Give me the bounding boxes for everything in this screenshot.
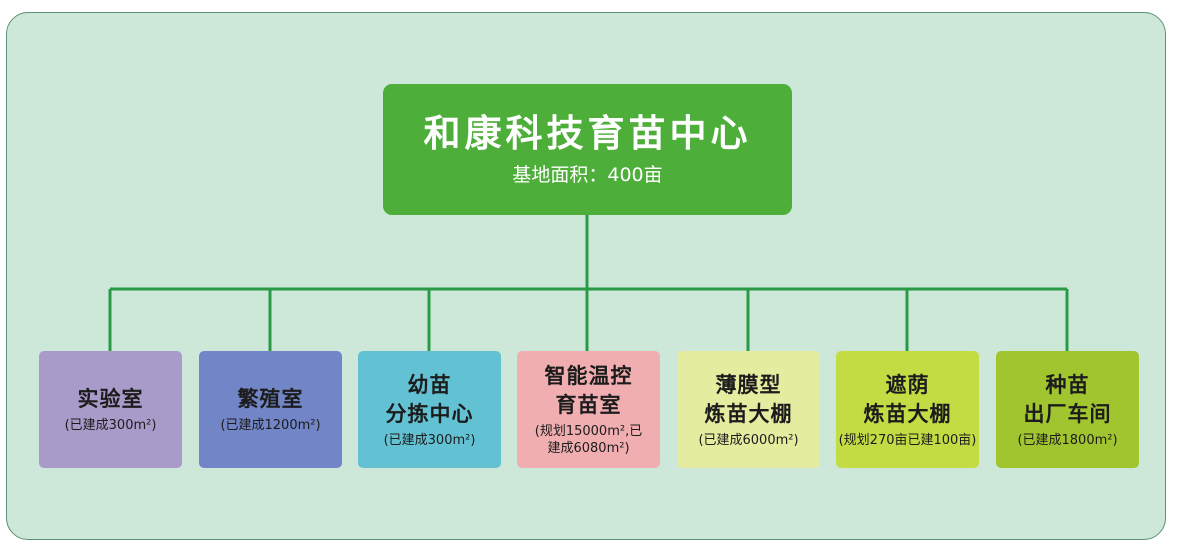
child-title: 繁殖室	[237, 387, 304, 411]
root-subtitle: 基地面积：400亩	[512, 164, 663, 186]
child-note: (已建成300m²)	[383, 432, 476, 448]
child-note: (已建成1200m²)	[220, 418, 321, 433]
child-node-breeding-room: 繁殖室 (已建成1200m²)	[199, 351, 342, 468]
child-node-shipping-workshop: 种苗 出厂车间 (已建成1800m²)	[996, 351, 1139, 468]
child-title: 幼苗 分拣中心	[385, 372, 474, 426]
child-node-smart-nursery: 智能温控 育苗室 (规划15000m²,已 建成6080m²)	[517, 351, 660, 468]
child-title: 实验室	[77, 387, 144, 411]
child-note: (已建成300m²)	[64, 418, 157, 433]
child-note: (已建成1800m²)	[1017, 432, 1118, 448]
root-title: 和康科技育苗中心	[423, 112, 752, 155]
child-node-shade-greenhouse: 遮荫 炼苗大棚 (规划270亩已建100亩)	[836, 351, 979, 468]
child-node-film-greenhouse: 薄膜型 炼苗大棚 (已建成6000m²)	[677, 351, 820, 468]
child-title: 薄膜型 炼苗大棚	[704, 372, 793, 426]
child-note: (已建成6000m²)	[698, 432, 799, 448]
child-node-seedling-sorting: 幼苗 分拣中心 (已建成300m²)	[358, 351, 501, 468]
child-title: 种苗 出厂车间	[1023, 372, 1112, 426]
child-title: 遮荫 炼苗大棚	[863, 372, 952, 426]
child-node-lab: 实验室 (已建成300m²)	[39, 351, 182, 468]
root-node: 和康科技育苗中心 基地面积：400亩	[383, 84, 792, 215]
child-note: (规划270亩已建100亩)	[838, 432, 977, 448]
child-title: 智能温控 育苗室	[544, 364, 633, 417]
child-note: (规划15000m²,已 建成6080m²)	[534, 424, 643, 456]
